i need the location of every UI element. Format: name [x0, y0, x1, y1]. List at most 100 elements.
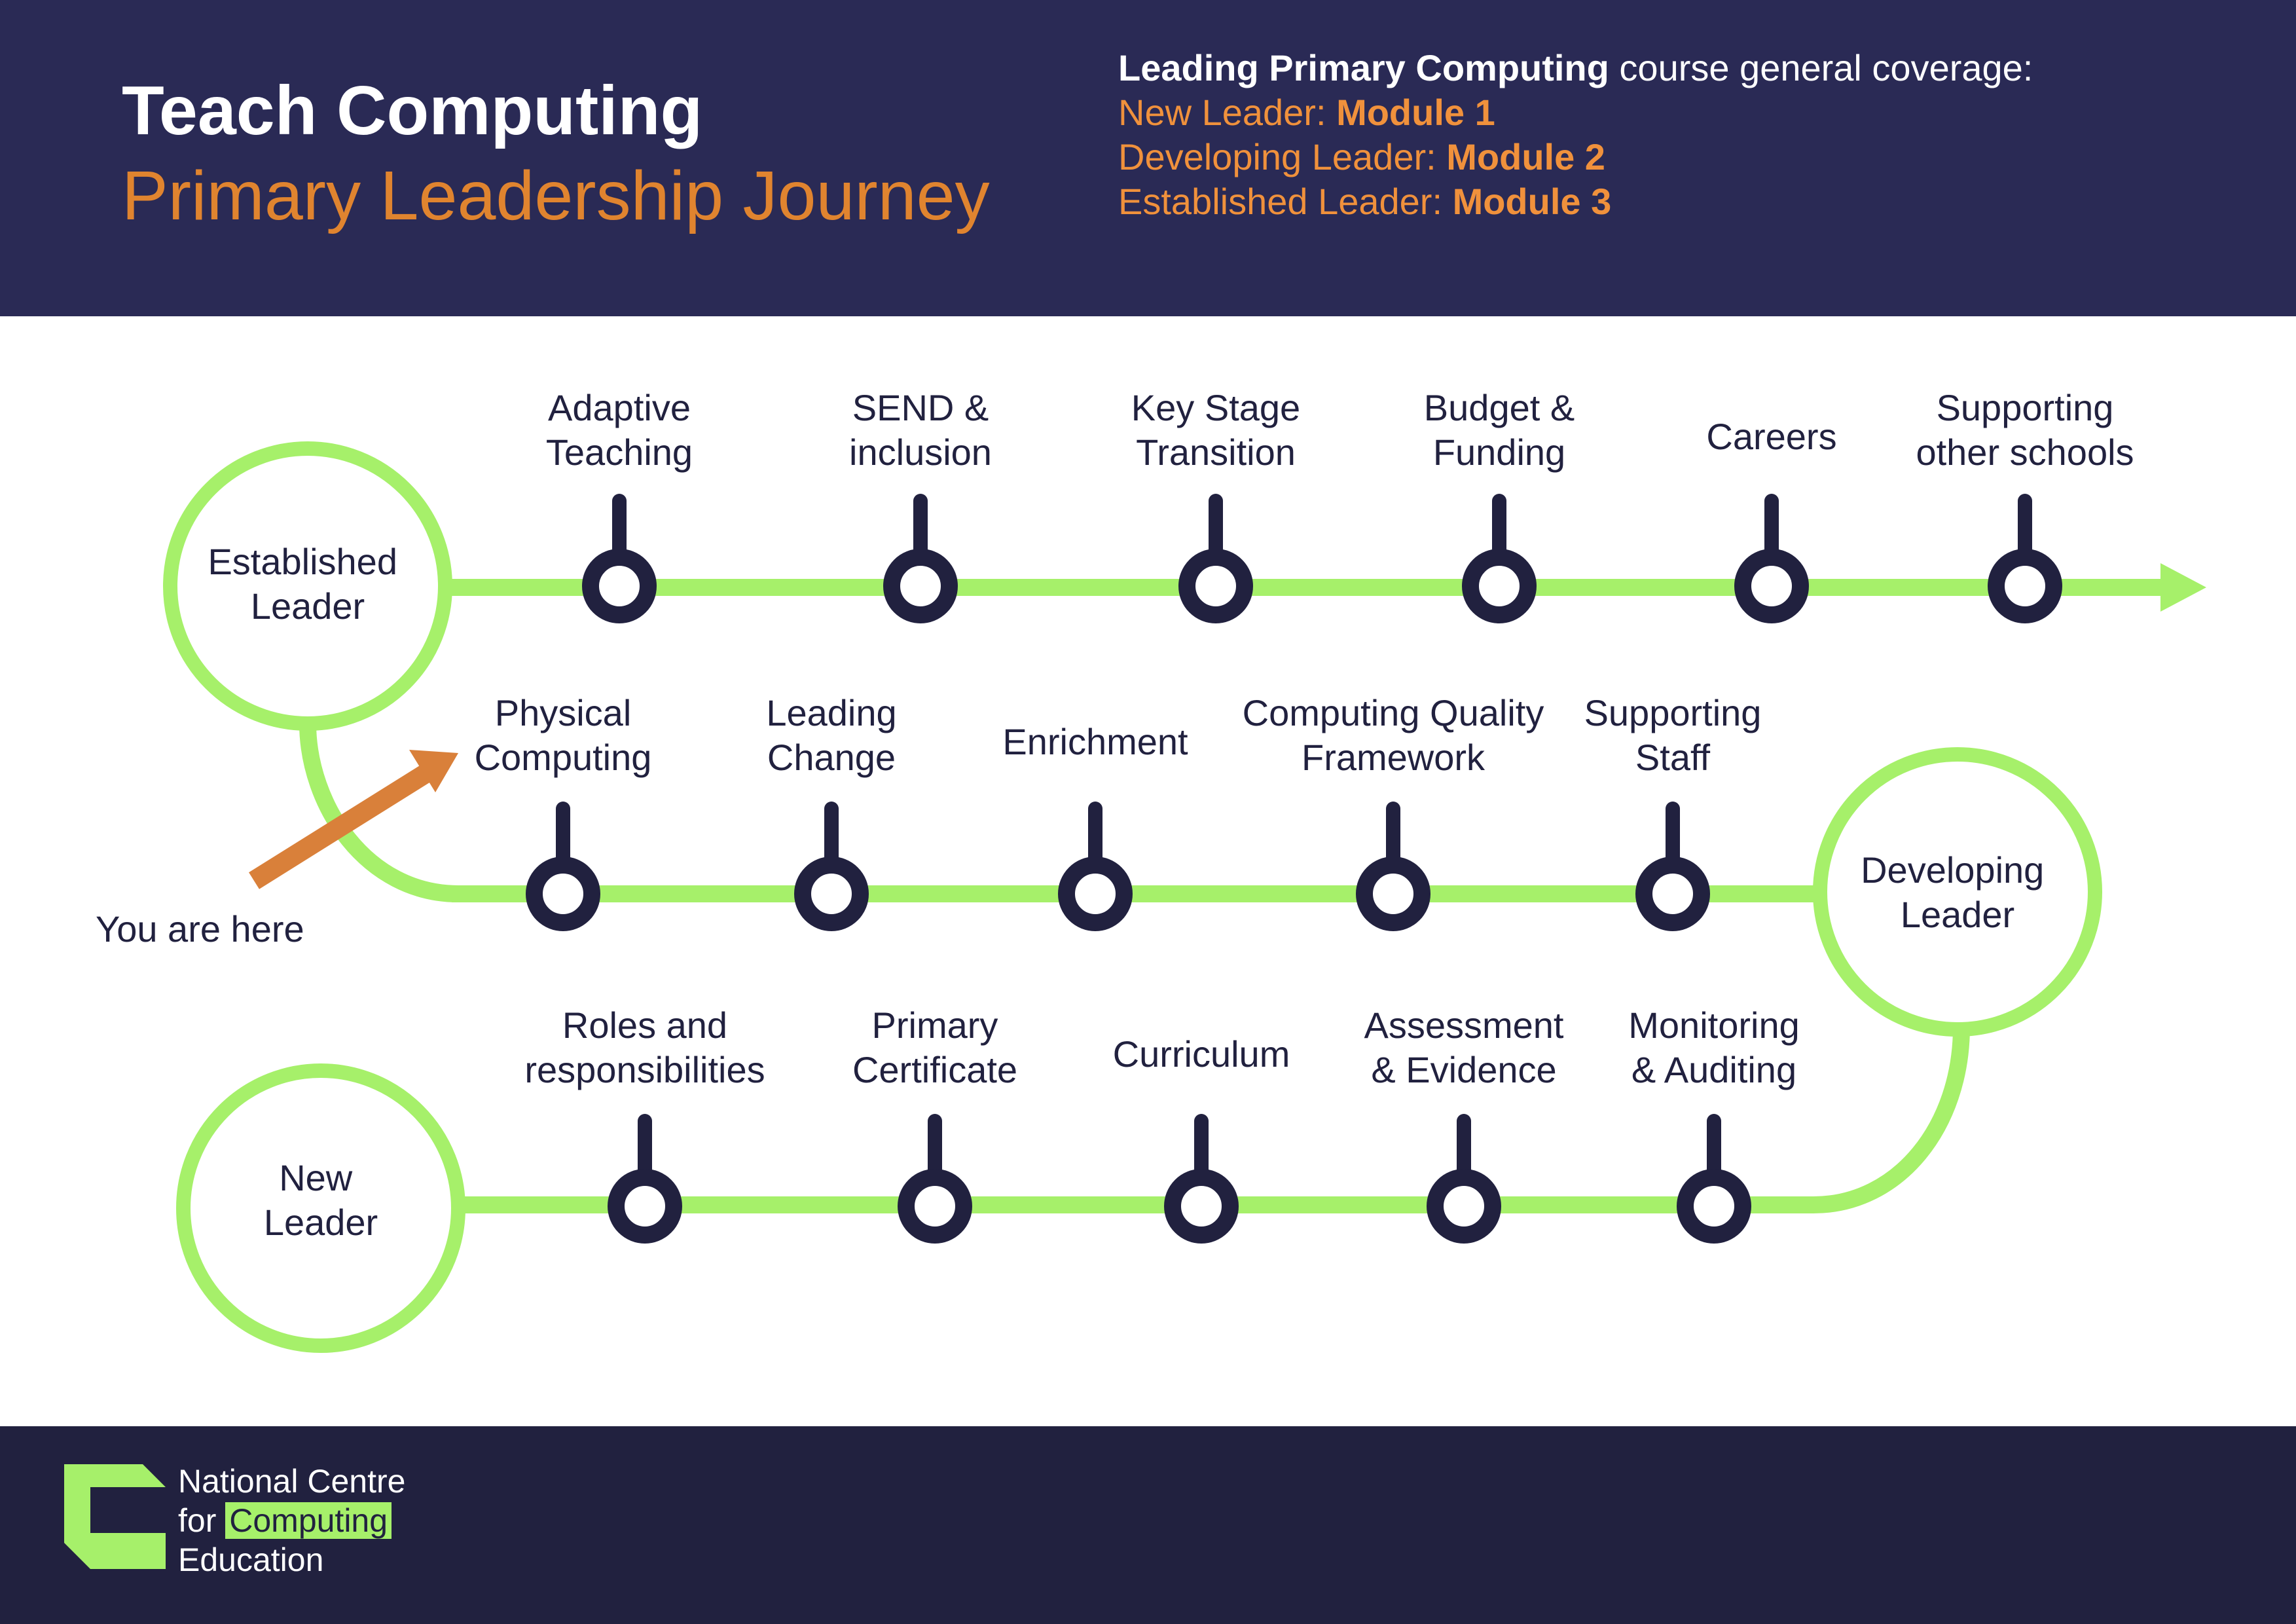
station-label: Enrichment [1002, 721, 1188, 762]
logo-highlight: Computing [225, 1502, 392, 1539]
station-label-line: inclusion [849, 432, 992, 473]
station: Budget &Funding [1424, 387, 1575, 623]
stage-label: Developing [1861, 849, 2044, 891]
logo-line: for Computing [178, 1501, 405, 1540]
station: SEND &inclusion [849, 387, 992, 623]
station-label-line: Careers [1706, 416, 1836, 457]
stage-label: Leader [264, 1202, 378, 1243]
station-label-line: Roles and [562, 1005, 727, 1046]
coverage-row-new: New Leader: Module 1 [1118, 90, 2033, 135]
track-connector-lower [1813, 1026, 1970, 1213]
station-label-line: Monitoring [1628, 1005, 1799, 1046]
coverage-stage: New Leader: [1118, 92, 1337, 133]
station-node-icon [1635, 857, 1710, 931]
svg-text:Established Leader: Established Leader [208, 541, 407, 627]
station-label-line: Teaching [546, 432, 693, 473]
you-are-here-arrow [249, 763, 434, 889]
svg-text:New Leader: New Leader [264, 1157, 378, 1243]
station-label: Careers [1706, 416, 1836, 457]
station-node-icon [1356, 857, 1430, 931]
station: Enrichment [1002, 721, 1188, 931]
ncce-logo-text: National Centre for Computing Education [178, 1462, 405, 1579]
stage-established-leader: Established Leader [163, 441, 452, 731]
course-coverage: Leading Primary Computing course general… [1118, 46, 2033, 224]
stage-label: Leader [1901, 894, 2014, 935]
header-band [0, 0, 2296, 316]
station-node-icon [1178, 549, 1253, 623]
station-node-icon [1988, 549, 2062, 623]
station-label-line: Certificate [852, 1049, 1017, 1090]
station-label: Budget &Funding [1424, 387, 1575, 473]
coverage-module: Module 3 [1452, 181, 1612, 222]
station: Careers [1706, 416, 1837, 623]
station-node-icon [526, 857, 600, 931]
station-node-icon [1058, 857, 1133, 931]
station: Assessment& Evidence [1364, 1005, 1564, 1244]
station-label-line: responsibilities [524, 1049, 765, 1090]
coverage-stage: Developing Leader: [1118, 136, 1447, 177]
coverage-module: Module 2 [1446, 136, 1605, 177]
station-node-icon [1734, 549, 1809, 623]
station-label-line: SEND & [852, 387, 989, 428]
ncce-logo-icon [64, 1464, 166, 1569]
station-label-line: Adaptive [548, 387, 691, 428]
station-node-icon [1427, 1169, 1501, 1244]
station: Monitoring& Auditing [1628, 1005, 1800, 1244]
logo-line: National Centre [178, 1463, 406, 1500]
stage-label: Leader [251, 585, 365, 627]
station-node-icon [794, 857, 869, 931]
track-arrowhead [2160, 563, 2206, 612]
station-label-line: & Auditing [1631, 1049, 1796, 1090]
station-label-line: Budget & [1424, 387, 1575, 428]
station-label: SEND &inclusion [849, 387, 992, 473]
station-label-line: Key Stage [1131, 387, 1300, 428]
station-node-icon [1677, 1169, 1751, 1244]
station-label-line: Supporting [1584, 692, 1762, 733]
station-node-icon [608, 1169, 682, 1244]
station-label: Monitoring& Auditing [1628, 1005, 1799, 1090]
station-node-icon [582, 549, 657, 623]
coverage-intro-rest: course general coverage: [1609, 47, 2033, 88]
journey-diagram: Established Leader Developing Leader New… [96, 387, 2206, 1353]
station-label-line: Staff [1635, 737, 1711, 778]
page-title: Teach Computing [122, 72, 703, 149]
station-label-line: Enrichment [1002, 721, 1188, 762]
logo-line: Education [178, 1541, 324, 1578]
station-label-line: Leading [766, 692, 896, 733]
coverage-row-developing: Developing Leader: Module 2 [1118, 135, 2033, 179]
course-name: Leading Primary Computing [1118, 47, 1609, 88]
station-label-line: Supporting [1937, 387, 2114, 428]
page-subtitle: Primary Leadership Journey [122, 157, 990, 234]
you-are-here-label: You are here [96, 908, 304, 950]
svg-text:Developing Leader: Developing Leader [1861, 849, 2054, 935]
station-label-line: Transition [1136, 432, 1296, 473]
station-label-line: Physical [495, 692, 632, 733]
station-label-line: other schools [1916, 432, 2134, 473]
stage-label: Established [208, 541, 397, 582]
track-connector-upper [299, 722, 459, 902]
logo-prefix: for [178, 1502, 226, 1539]
you-are-here-marker: You are here [96, 750, 458, 950]
station: Curriculum [1113, 1033, 1290, 1244]
station-label-line: & Evidence [1371, 1049, 1556, 1090]
station-label: Assessment& Evidence [1364, 1005, 1564, 1090]
stage-developing-leader: Developing Leader [1813, 747, 2102, 1037]
coverage-stage: Established Leader: [1118, 181, 1453, 222]
station-label-line: Change [767, 737, 896, 778]
station-label: Curriculum [1113, 1033, 1290, 1075]
